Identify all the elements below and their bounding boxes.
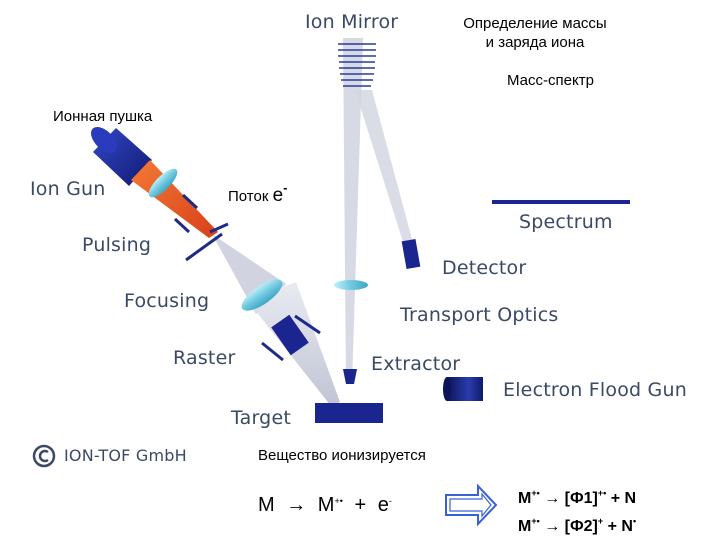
ion-mirror-icon	[338, 43, 376, 87]
target-icon	[315, 403, 383, 423]
extractor-icon	[343, 369, 357, 384]
electron-flood-gun-icon	[443, 377, 483, 401]
ion-beam	[131, 160, 218, 238]
ionized-label: Вещество ионизируется	[258, 447, 426, 464]
frag1-arrow: →	[544, 490, 561, 507]
formula-electron: e	[377, 494, 389, 516]
secondary-ion-column	[343, 38, 363, 384]
mass-charge-line2: и заряда иона	[485, 34, 585, 51]
ionization-formula: M → M+• + e-	[258, 494, 392, 517]
fragmentation-line-1: M+• → [Ф1]+• + N	[518, 482, 636, 510]
frag2-plus: +	[607, 518, 617, 535]
mirror-to-detector-beam	[355, 90, 413, 245]
mass-spectrum-label: Масс-спектр	[507, 72, 594, 89]
target-label: Target	[231, 407, 291, 429]
frag2-left-charge: +•	[531, 516, 540, 526]
frag2-neutral-charge: •	[632, 516, 637, 526]
frag1-neutral: N	[624, 490, 637, 507]
detector-label: Detector	[442, 257, 527, 279]
mass-charge-label: Определение массы и заряда иона	[457, 14, 613, 52]
spectrum-label: Spectrum	[519, 211, 613, 233]
electron-flood-gun-label: Electron Flood Gun	[503, 379, 687, 401]
frag2-arrow: →	[544, 518, 561, 535]
frag1-left: M	[518, 490, 532, 507]
detector-icon	[401, 238, 421, 270]
ion-mirror-label: Ion Mirror	[305, 11, 399, 33]
electron-symbol: e	[272, 185, 284, 206]
frag1-fragment-charge: +•	[597, 488, 607, 498]
formula-electron-charge: -	[388, 496, 392, 506]
focusing-label: Focusing	[124, 290, 210, 312]
frag2-fragment: [Ф2]	[564, 518, 598, 535]
electron-stream-label: Поток e-	[228, 180, 288, 206]
ion-gun-icon	[91, 127, 152, 186]
pulsing-label: Pulsing	[82, 234, 152, 256]
ion-gun-ru-label: Ионная пушка	[53, 108, 153, 125]
pulsing-plate-icon	[173, 217, 191, 234]
fragmentation-line-2: M+• → [Ф2]+ + N•	[518, 510, 636, 538]
mass-charge-line1: Определение массы	[463, 15, 607, 32]
raster-block-icon	[271, 314, 309, 356]
formula-plus: +	[354, 494, 367, 516]
frag1-plus: +	[610, 490, 621, 507]
electron-stream-text: Поток	[228, 188, 269, 205]
raster-plate-icon	[261, 341, 284, 362]
focusing-lens-icon	[241, 279, 283, 311]
raster-plate-icon	[294, 314, 321, 335]
copyright-icon	[32, 444, 56, 468]
raster-label: Raster	[173, 347, 236, 369]
transport-optics-lens-icon	[334, 280, 368, 290]
ion-gun-label: Ion Gun	[30, 178, 106, 200]
formula-ion-charge: +•	[334, 496, 343, 506]
frag2-left: M	[518, 518, 532, 535]
formula-arrow: →	[286, 494, 307, 516]
frag1-fragment: [Ф1]	[564, 490, 598, 507]
gun-lens-icon	[148, 168, 178, 198]
frag2-fragment-charge: +	[597, 516, 604, 526]
pulsing-plate-icon	[181, 193, 199, 210]
copyright-label: ION-TOF GmbH	[64, 446, 187, 465]
frag1-left-charge: +•	[531, 488, 540, 498]
pulsing-chopper-icon	[185, 232, 223, 262]
spectrum-bar-icon	[492, 200, 630, 204]
formula-m-ion: M	[317, 494, 335, 516]
fragmentation-formulas: M+• → [Ф1]+• + N M+• → [Ф2]+ + N•	[518, 482, 636, 538]
formula-m: M	[258, 494, 275, 516]
frag2-neutral: N	[621, 518, 633, 535]
extractor-label: Extractor	[371, 353, 461, 375]
pulsing-chopper-icon	[209, 222, 229, 234]
result-arrow-icon	[445, 483, 498, 527]
transport-optics-label: Transport Optics	[400, 304, 559, 326]
